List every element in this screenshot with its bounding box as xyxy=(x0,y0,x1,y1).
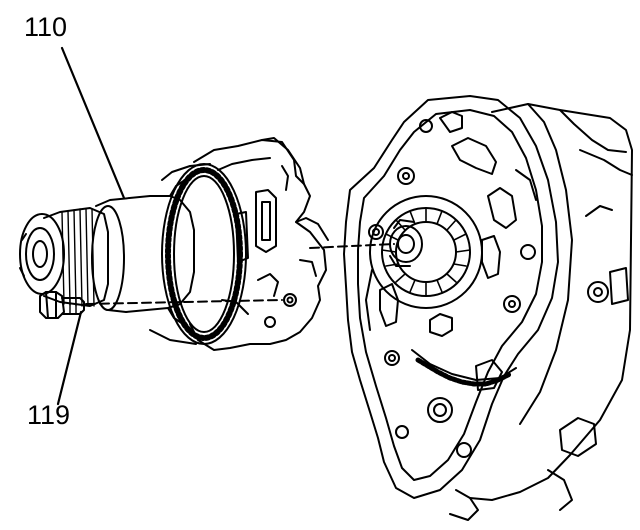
flange-outline xyxy=(189,139,327,351)
tone-ring xyxy=(165,167,243,341)
leader-lines xyxy=(56,46,126,406)
leader-line-110 xyxy=(60,46,126,200)
callout-label-110: 110 xyxy=(24,12,68,42)
hub-seal xyxy=(389,225,423,263)
alignment-lines xyxy=(85,243,395,305)
bolt xyxy=(39,291,85,319)
output-shaft xyxy=(19,177,195,327)
housing-body xyxy=(469,103,633,501)
hub-radial-fins xyxy=(381,207,471,297)
shaft-spline xyxy=(43,207,109,307)
callout-label-119: 119 xyxy=(27,400,71,430)
alignment-line-shaft xyxy=(309,243,395,249)
transmission-case xyxy=(343,95,633,521)
cover-plate-outline xyxy=(343,95,559,499)
spline-teeth xyxy=(61,208,95,307)
cover-hub-outer xyxy=(369,195,483,309)
cover-gear-ring xyxy=(415,357,513,387)
leader-line-119 xyxy=(56,310,83,406)
flange-housing xyxy=(149,137,329,351)
alignment-line-bolt xyxy=(85,299,283,305)
